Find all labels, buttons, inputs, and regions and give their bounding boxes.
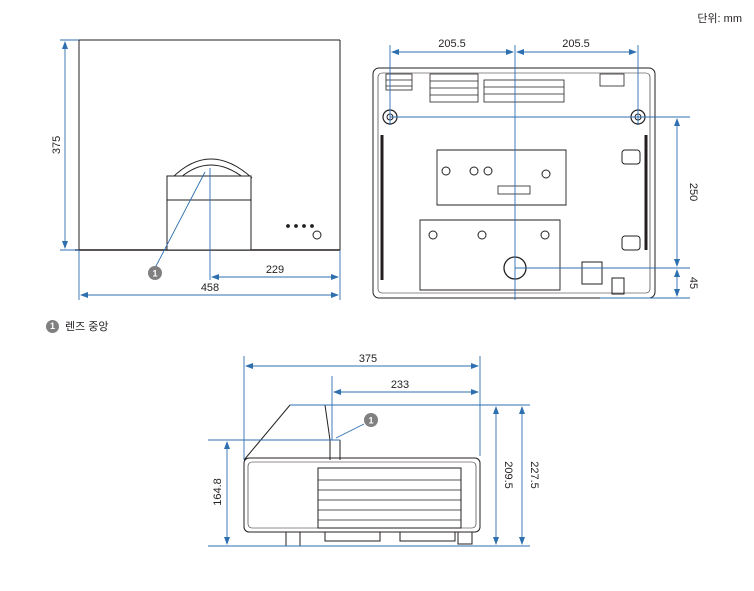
- callout-marker: [364, 413, 378, 427]
- side-bottom-block: [324, 531, 381, 542]
- side-vent: [317, 467, 462, 529]
- front-view-dimensions: [60, 39, 341, 300]
- screw: [541, 169, 551, 179]
- callout-marker: [148, 266, 162, 280]
- screw: [428, 230, 438, 240]
- dim-label-body-height: 209.5: [502, 461, 514, 489]
- leader-line: [154, 171, 206, 269]
- bottom-panel-lower: [419, 219, 561, 291]
- legend-callout-marker: 1: [46, 319, 59, 333]
- bottom-connector-small: [611, 277, 625, 295]
- dim-label-lens-height: 164.8: [212, 478, 224, 506]
- front-lens-panel: [166, 199, 252, 251]
- dim-label-lens-depth: 233: [391, 379, 409, 391]
- callout-number: 1: [152, 269, 157, 279]
- side-bottom-block: [399, 531, 456, 542]
- side-lens-hood: [243, 404, 331, 461]
- dim-label-foot-spacing: 250: [687, 183, 699, 201]
- dim-label-width: 458: [201, 282, 219, 294]
- side-view-dimensions: [208, 356, 530, 547]
- front-lens-dome-inner: [179, 164, 245, 179]
- dim-label-depth: 375: [359, 353, 377, 365]
- side-body-inner: [247, 461, 477, 529]
- screw: [483, 166, 493, 176]
- dim-label-total-height: 227.5: [528, 461, 540, 489]
- dim-label-height: 375: [51, 136, 63, 154]
- side-view: [243, 404, 481, 547]
- side-foot-front: [285, 531, 301, 547]
- screw: [441, 166, 451, 176]
- side-body: [243, 457, 481, 533]
- bottom-grille-strip: [497, 185, 531, 195]
- callout-number: 1: [368, 416, 373, 426]
- unit-label: 단위: mm: [697, 13, 742, 25]
- side-foot-rear: [457, 531, 473, 545]
- bottom-view: [372, 67, 656, 299]
- bottom-connector-block: [581, 261, 603, 285]
- indicator-dot: [302, 224, 306, 228]
- screw: [469, 166, 479, 176]
- indicator-dot: [286, 224, 290, 228]
- bottom-latch-lower: [621, 235, 641, 251]
- legend-text: 렌즈 중앙: [65, 321, 109, 333]
- power-button-outline: [312, 230, 322, 240]
- dim-label-left-half: 205.5: [438, 38, 466, 50]
- indicator-dot: [294, 224, 298, 228]
- dim-label-lens-offset: 229: [266, 264, 284, 276]
- front-lens-dome: [171, 158, 253, 179]
- dim-label-foot-offset: 45: [687, 277, 699, 289]
- bottom-latch-upper: [621, 149, 641, 165]
- bottom-view-inner-outline: [377, 72, 651, 294]
- screw: [540, 230, 550, 240]
- indicator-dot: [310, 224, 314, 228]
- leader-line: [335, 423, 365, 439]
- dim-label-right-half: 205.5: [562, 38, 590, 50]
- screw: [477, 230, 487, 240]
- bottom-view-outline: [372, 67, 656, 299]
- vent-grille: [385, 73, 625, 103]
- front-view: [75, 39, 341, 251]
- bottom-view-dimensions: [389, 45, 690, 300]
- bottom-panel-upper: [436, 149, 567, 206]
- legend: 1 렌즈 중앙: [46, 318, 109, 334]
